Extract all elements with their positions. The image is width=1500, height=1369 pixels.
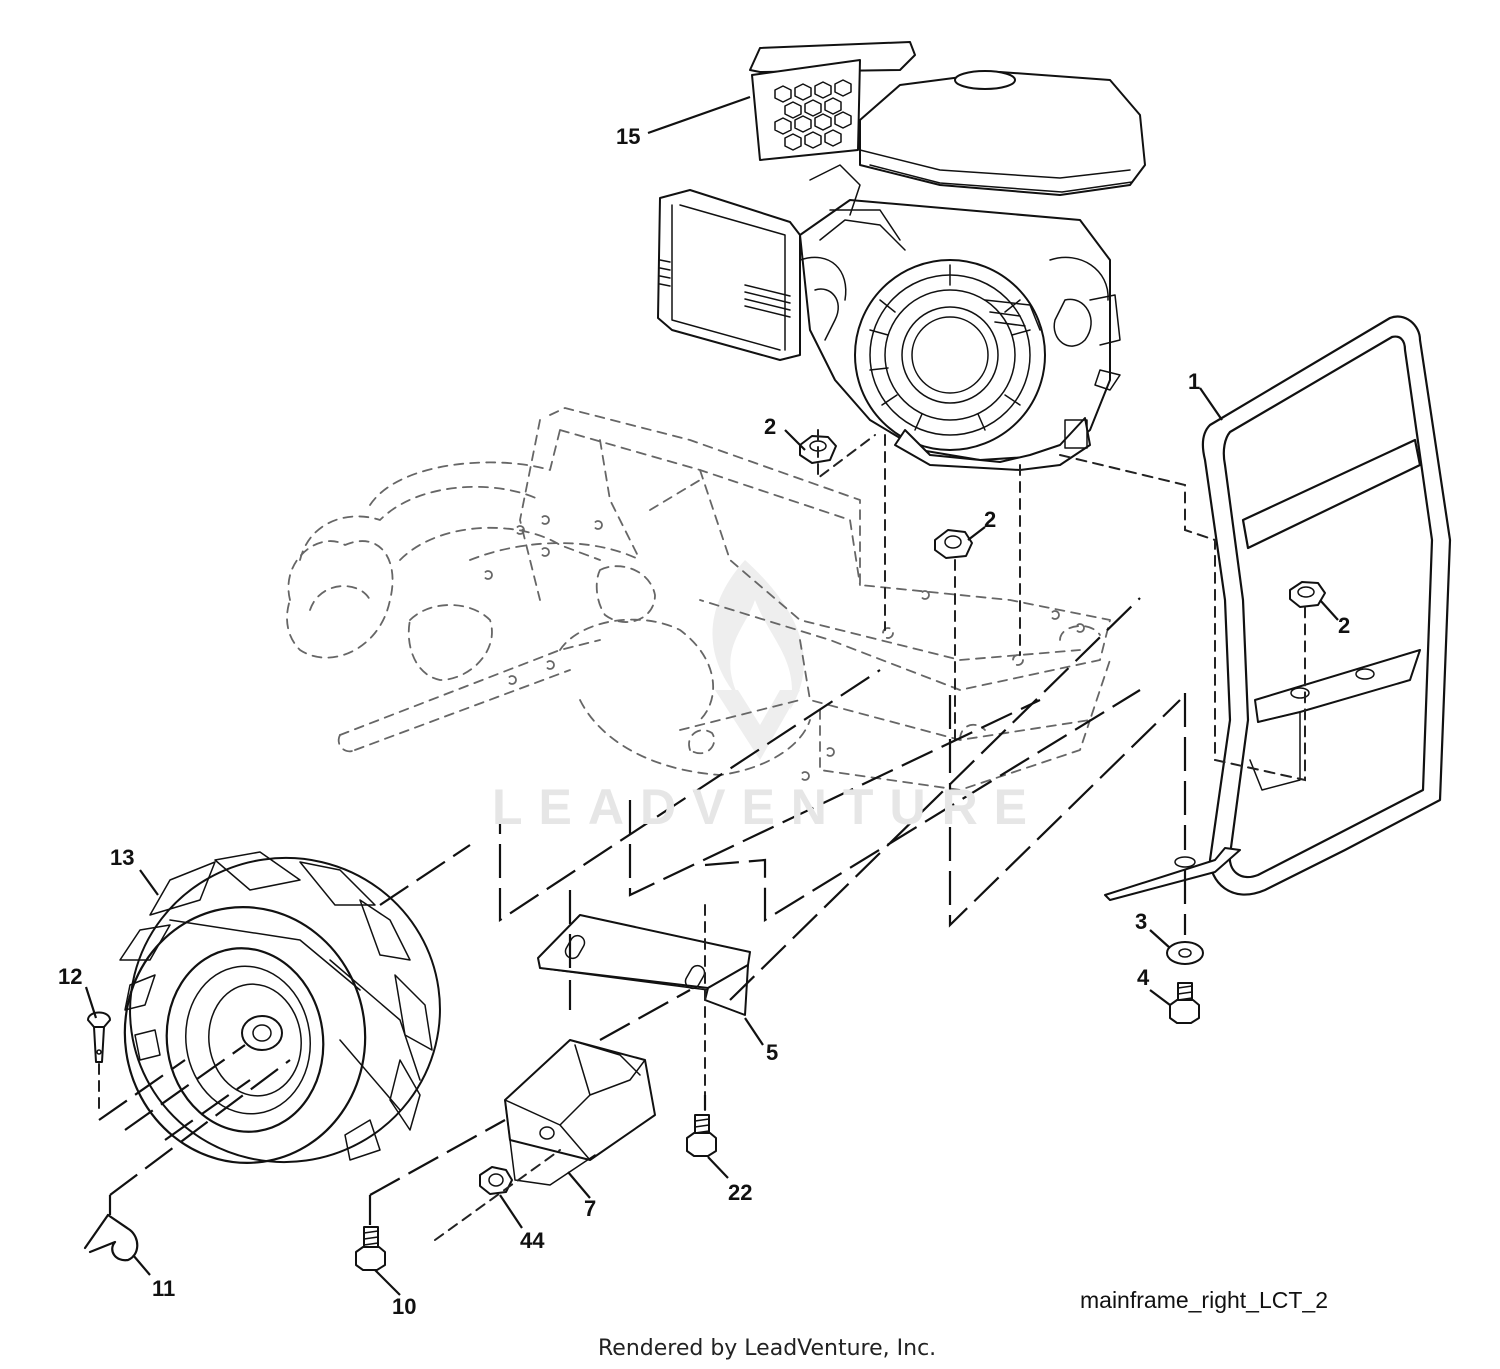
watermark-text: LEADVENTURE (492, 779, 1044, 835)
hex-nut (479, 1166, 513, 1195)
callout-4: 4 (1137, 965, 1150, 990)
callout-13: 13 (110, 845, 135, 870)
callout-22: 22 (728, 1180, 753, 1205)
callout-10: 10 (392, 1294, 417, 1319)
callout-5: 5 (766, 1040, 779, 1065)
washer (1166, 941, 1204, 965)
leader-lines (84, 95, 1339, 1296)
assembly-guides (98, 429, 1306, 1241)
callout-3: 3 (1135, 909, 1148, 934)
clevis-pin (87, 1011, 111, 1063)
wheel-weight (504, 1039, 656, 1186)
hairpin-clip (83, 1213, 139, 1262)
callout-44: 44 (520, 1228, 545, 1253)
callout-15: 15 (616, 124, 641, 149)
callout-11: 11 (152, 1276, 176, 1301)
hex-bolt-c (686, 1114, 717, 1157)
hex-bolt-b (355, 1226, 386, 1271)
callout-7: 7 (584, 1196, 597, 1221)
callout-2a: 2 (764, 414, 777, 439)
assembly-guides-long (98, 597, 1187, 1225)
figure-reference: mainframe_right_LCT_2 (1080, 1287, 1329, 1313)
watermark-logo-icon (712, 560, 804, 760)
callout-2c: 2 (1338, 613, 1351, 638)
hex-bolt-a (1169, 982, 1200, 1024)
render-credit: Rendered by LeadVenture, Inc. (598, 1336, 937, 1361)
mounting-bracket (537, 914, 751, 1016)
callout-2b: 2 (984, 507, 997, 532)
tire-wheel (119, 851, 441, 1164)
callout-1: 1 (1188, 369, 1201, 394)
engine (657, 41, 1146, 471)
flange-nut-c (1289, 581, 1326, 608)
flange-nut-b (934, 529, 973, 559)
hex-grille (774, 79, 852, 151)
callout-12: 12 (58, 964, 83, 989)
tiller-frame-ghost (286, 407, 1111, 791)
front-bumper-guard (1104, 315, 1452, 901)
